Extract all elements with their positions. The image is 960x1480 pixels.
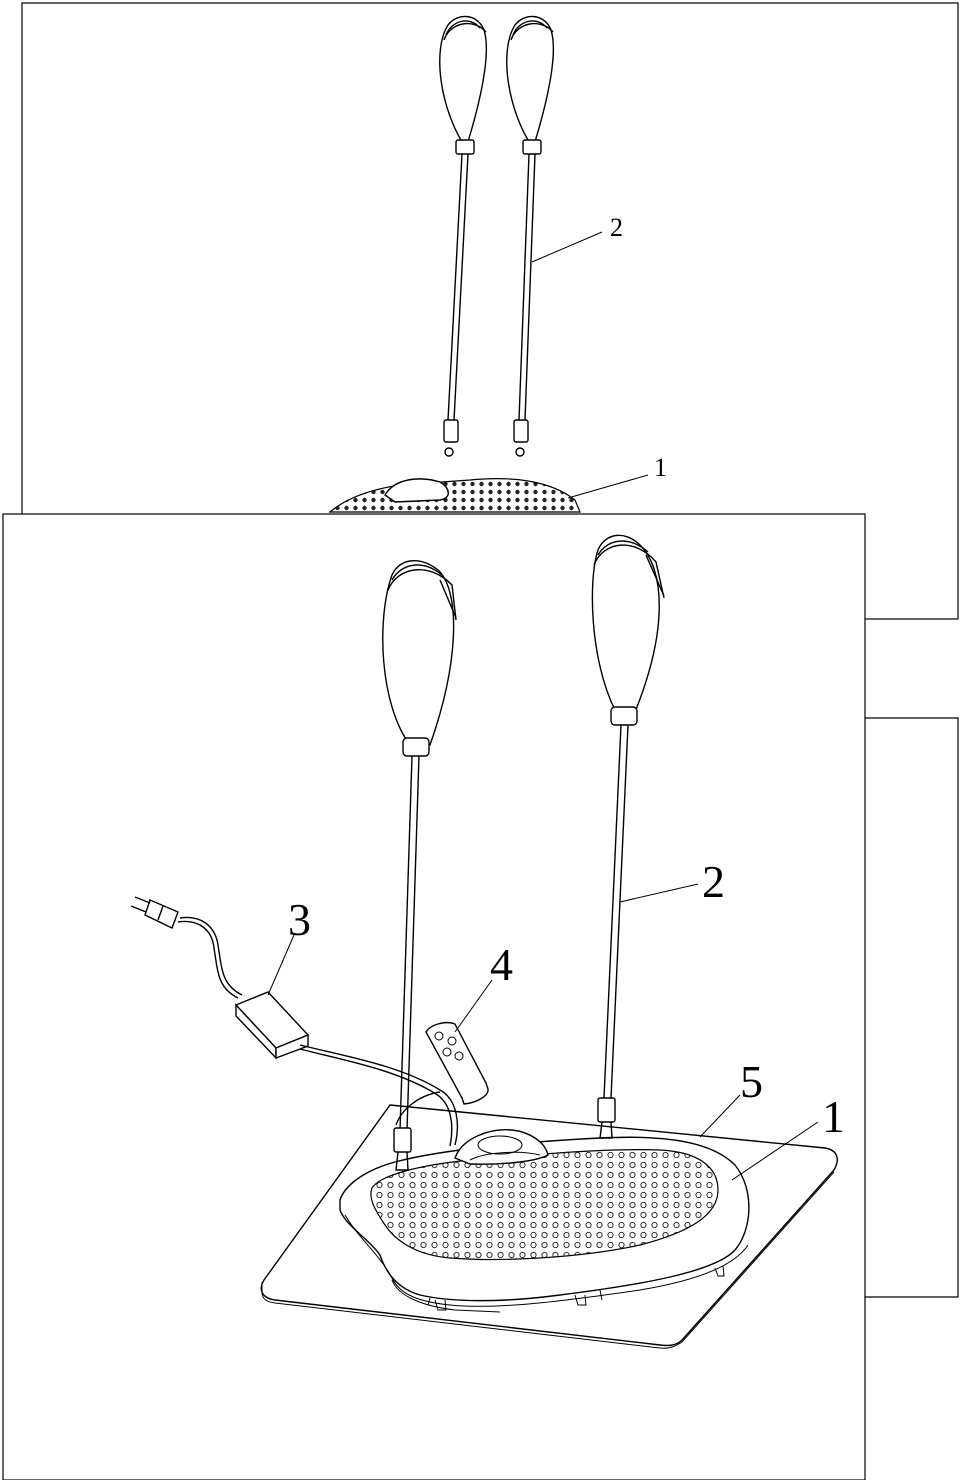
adapter-box bbox=[234, 991, 310, 1060]
label-handle-top: 2 bbox=[610, 213, 623, 242]
base-peek-top bbox=[328, 478, 581, 513]
label-handle: 2 bbox=[702, 856, 725, 907]
leader-2 bbox=[619, 883, 699, 903]
remote-control bbox=[425, 1021, 489, 1105]
label-remote: 4 bbox=[490, 939, 513, 990]
handle-left-top bbox=[439, 15, 487, 457]
leader-1-top bbox=[567, 474, 649, 499]
power-adapter-assembly bbox=[130, 896, 459, 1147]
handle-right bbox=[591, 534, 665, 1139]
leader-5 bbox=[699, 1094, 741, 1138]
handle-left bbox=[382, 560, 457, 1171]
handle-right-top bbox=[506, 15, 554, 457]
label-base-top: 1 bbox=[654, 453, 667, 482]
front-view: 3 4 2 5 1 bbox=[2, 513, 866, 1480]
leader-4 bbox=[454, 979, 493, 1033]
label-base: 1 bbox=[822, 1091, 845, 1142]
plug-icon bbox=[130, 896, 179, 929]
vibration-base bbox=[339, 1129, 750, 1313]
front-view-frame bbox=[2, 513, 866, 1480]
leader-1 bbox=[731, 1121, 819, 1181]
side-frame bbox=[864, 717, 959, 1298]
leader-2-top bbox=[531, 231, 603, 263]
leader-3 bbox=[267, 934, 295, 996]
label-mat: 5 bbox=[740, 1056, 763, 1107]
label-adapter: 3 bbox=[288, 894, 311, 945]
